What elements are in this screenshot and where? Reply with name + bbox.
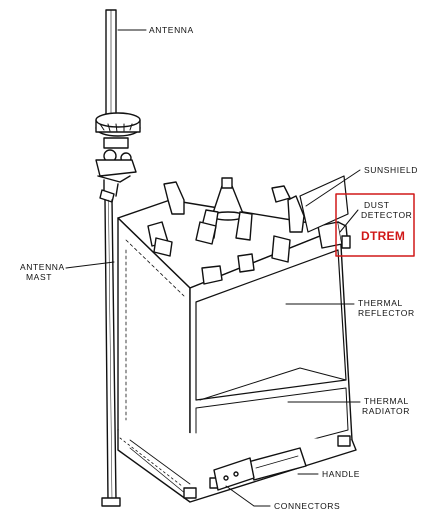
leader-sunshield (305, 169, 361, 207)
label-dust-detector-2: DETECTOR (361, 210, 413, 220)
label-thermal-radiator-1: THERMAL (364, 396, 409, 406)
label-connectors: CONNECTORS (274, 501, 341, 511)
label-thermal-reflector-1: THERMAL (358, 298, 403, 308)
label-dtrem: DTREM (361, 229, 406, 243)
antenna-mast (101, 199, 121, 507)
leader-connectors-a (225, 485, 255, 507)
leader-lines (65, 29, 361, 507)
label-thermal-radiator-2: RADIATOR (362, 406, 410, 416)
leader-antenna-mast (65, 261, 115, 269)
label-antenna-mast-2: MAST (26, 272, 53, 282)
leader-dust-detector (339, 209, 359, 233)
antenna-collar (95, 112, 141, 203)
dtrem-highlight-box (335, 193, 415, 257)
label-handle: HANDLE (322, 469, 361, 479)
label-dust-detector-1: DUST (364, 200, 390, 210)
antenna-rod (105, 9, 117, 123)
label-sunshield: SUNSHIELD (364, 165, 419, 175)
label-antenna: ANTENNA (149, 25, 194, 35)
instrument-box (117, 199, 357, 503)
label-thermal-reflector-2: REFLECTOR (358, 308, 415, 318)
label-antenna-mast-1: ANTENNA (20, 262, 65, 272)
